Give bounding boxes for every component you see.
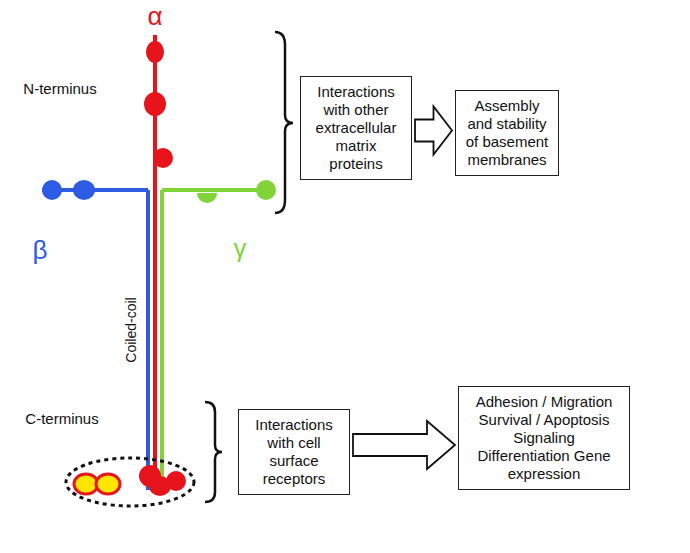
terminus-label: N-terminus [23, 81, 96, 96]
alpha-domain [153, 148, 173, 168]
box-text: Adhesion / Migration Survival / Apoptosi… [465, 393, 623, 483]
lg-domain [74, 474, 98, 494]
hollow-arrow [415, 107, 452, 155]
lg-domain [166, 471, 186, 491]
bracket [275, 32, 293, 213]
gamma-chain-arm [162, 188, 268, 192]
chain-name: α [147, 3, 162, 29]
chain-name: β [33, 237, 48, 263]
alpha-domain [144, 92, 166, 116]
hollow-arrow [353, 421, 455, 469]
c-terminal-region [66, 458, 194, 506]
beta-domain [42, 180, 62, 200]
box-text: Assembly and stability of basement membr… [462, 97, 552, 169]
box-text: Interactions with other extracellular ma… [307, 83, 405, 173]
box-text: Interactions with cell surface receptors [245, 416, 343, 488]
lg-domain [96, 474, 120, 494]
region-label: Coiled-coil [124, 297, 138, 362]
alpha-domain [146, 41, 164, 63]
terminus-label: C-terminus [25, 411, 98, 426]
gamma-chain-coil [160, 190, 164, 478]
beta-domain [73, 180, 95, 200]
gamma-domain [197, 193, 217, 203]
gamma-domain [256, 180, 276, 200]
text-box: Interactions with other extracellular ma… [300, 76, 412, 180]
beta-chain-coil [146, 190, 150, 490]
text-box: Interactions with cell surface receptors [238, 409, 350, 495]
bracket [205, 402, 222, 502]
text-box: Adhesion / Migration Survival / Apoptosi… [458, 386, 630, 490]
text-box: Assembly and stability of basement membr… [455, 90, 559, 176]
chain-name: γ [234, 235, 247, 261]
